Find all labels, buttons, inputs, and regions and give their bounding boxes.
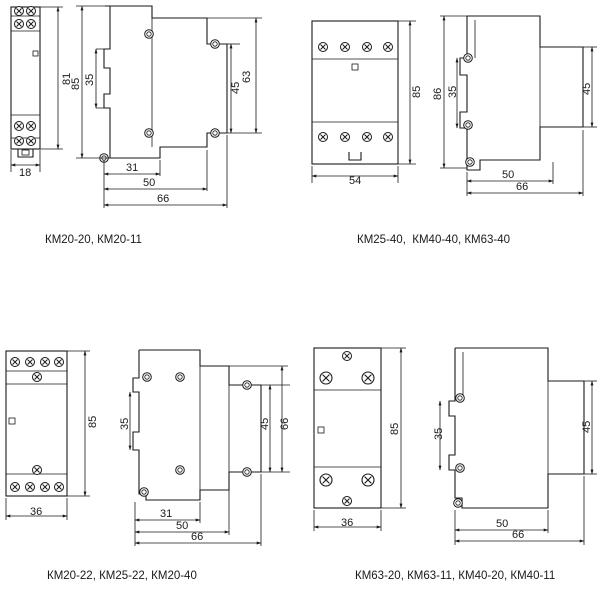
dim-85: 85 [389, 423, 401, 435]
dim-height-81: 81 [61, 73, 73, 85]
km20-side-view: 35 45 63 85 31 50 66 [70, 5, 262, 208]
km20-22-side-view: 35 45 66 31 50 66 [119, 349, 291, 546]
km40-front-view: 54 85 [311, 20, 423, 187]
dim-31: 31 [160, 508, 172, 520]
dim-width-54: 54 [349, 175, 361, 187]
caption-km20-22: КМ20-22, КМ25-22, КМ20-40 [47, 570, 197, 582]
dim-45: 45 [581, 83, 593, 95]
dim-31: 31 [126, 162, 138, 174]
dim-rail-35: 35 [433, 428, 445, 440]
km40-side-view: 35 86 45 50 66 [432, 15, 597, 196]
dim-86: 86 [432, 88, 444, 100]
km20-22-front-view: 36 85 [5, 350, 99, 520]
dim-50: 50 [502, 169, 514, 181]
dim-66-vertical: 66 [279, 418, 291, 430]
km20-front-view: 18 81 [10, 6, 73, 179]
dim-66: 66 [512, 529, 524, 541]
caption-km20-20: КМ20-20, КМ20-11 [45, 234, 142, 246]
km63-20-side-view: 35 45 50 66 [433, 347, 597, 545]
caption-km25-40: КМ25-40, КМ40-40, КМ63-40 [357, 234, 511, 246]
dim-rail-35: 35 [84, 74, 96, 86]
dim-width-36: 36 [30, 506, 42, 518]
dim-rail-35: 35 [447, 86, 459, 98]
dim-63: 63 [241, 71, 253, 83]
dim-rail-35: 35 [119, 418, 131, 430]
dim-45: 45 [581, 421, 593, 433]
dim-50: 50 [496, 518, 508, 530]
dim-85: 85 [411, 86, 423, 98]
km63-20-front-view: 36 85 [313, 347, 406, 531]
dim-85: 85 [87, 416, 99, 428]
dim-66: 66 [516, 181, 528, 193]
dim-50: 50 [176, 520, 188, 532]
dim-85: 85 [70, 78, 82, 90]
dim-66: 66 [157, 193, 169, 205]
caption-km63-20: КМ63-20, КМ63-11, КМ40-20, КМ40-11 [355, 570, 556, 582]
dim-50: 50 [143, 177, 155, 189]
dim-width-36: 36 [341, 517, 353, 529]
dim-66: 66 [191, 531, 203, 543]
dim-45: 45 [230, 82, 242, 94]
dim-width-18: 18 [19, 167, 31, 179]
dim-45: 45 [259, 418, 271, 430]
